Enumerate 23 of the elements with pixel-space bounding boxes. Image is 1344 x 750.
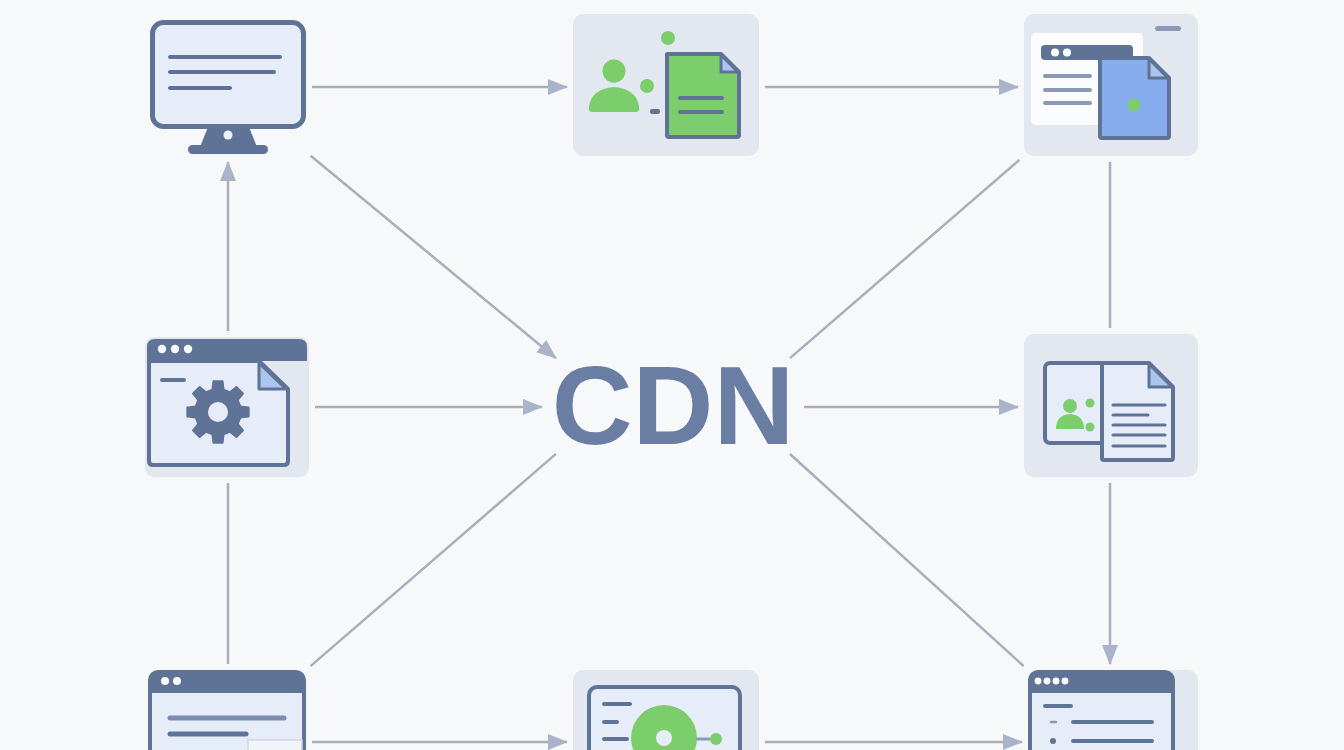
arrow — [765, 79, 1019, 95]
connector-line — [309, 452, 557, 668]
arrow — [765, 734, 1023, 750]
browser-list-icon — [1028, 670, 1198, 750]
disc-screen-icon — [573, 670, 759, 750]
connector-line — [1108, 162, 1112, 328]
connector-line — [789, 158, 1021, 360]
gear-window-icon — [145, 337, 309, 477]
connector-line — [226, 483, 230, 664]
user-document-icon — [573, 14, 759, 156]
browser-document-icon — [1024, 14, 1198, 156]
hub-label: CDN — [551, 362, 795, 450]
connector-line — [789, 453, 1025, 667]
browser-window-icon — [148, 670, 306, 750]
arrow — [220, 161, 236, 331]
desktop-monitor-icon — [150, 20, 306, 156]
arrow — [804, 399, 1019, 415]
arrow — [312, 734, 568, 750]
arrow — [309, 154, 557, 360]
arrow — [315, 399, 543, 415]
arrow — [1102, 483, 1118, 665]
contact-document-icon — [1024, 334, 1198, 477]
arrow — [312, 79, 568, 95]
